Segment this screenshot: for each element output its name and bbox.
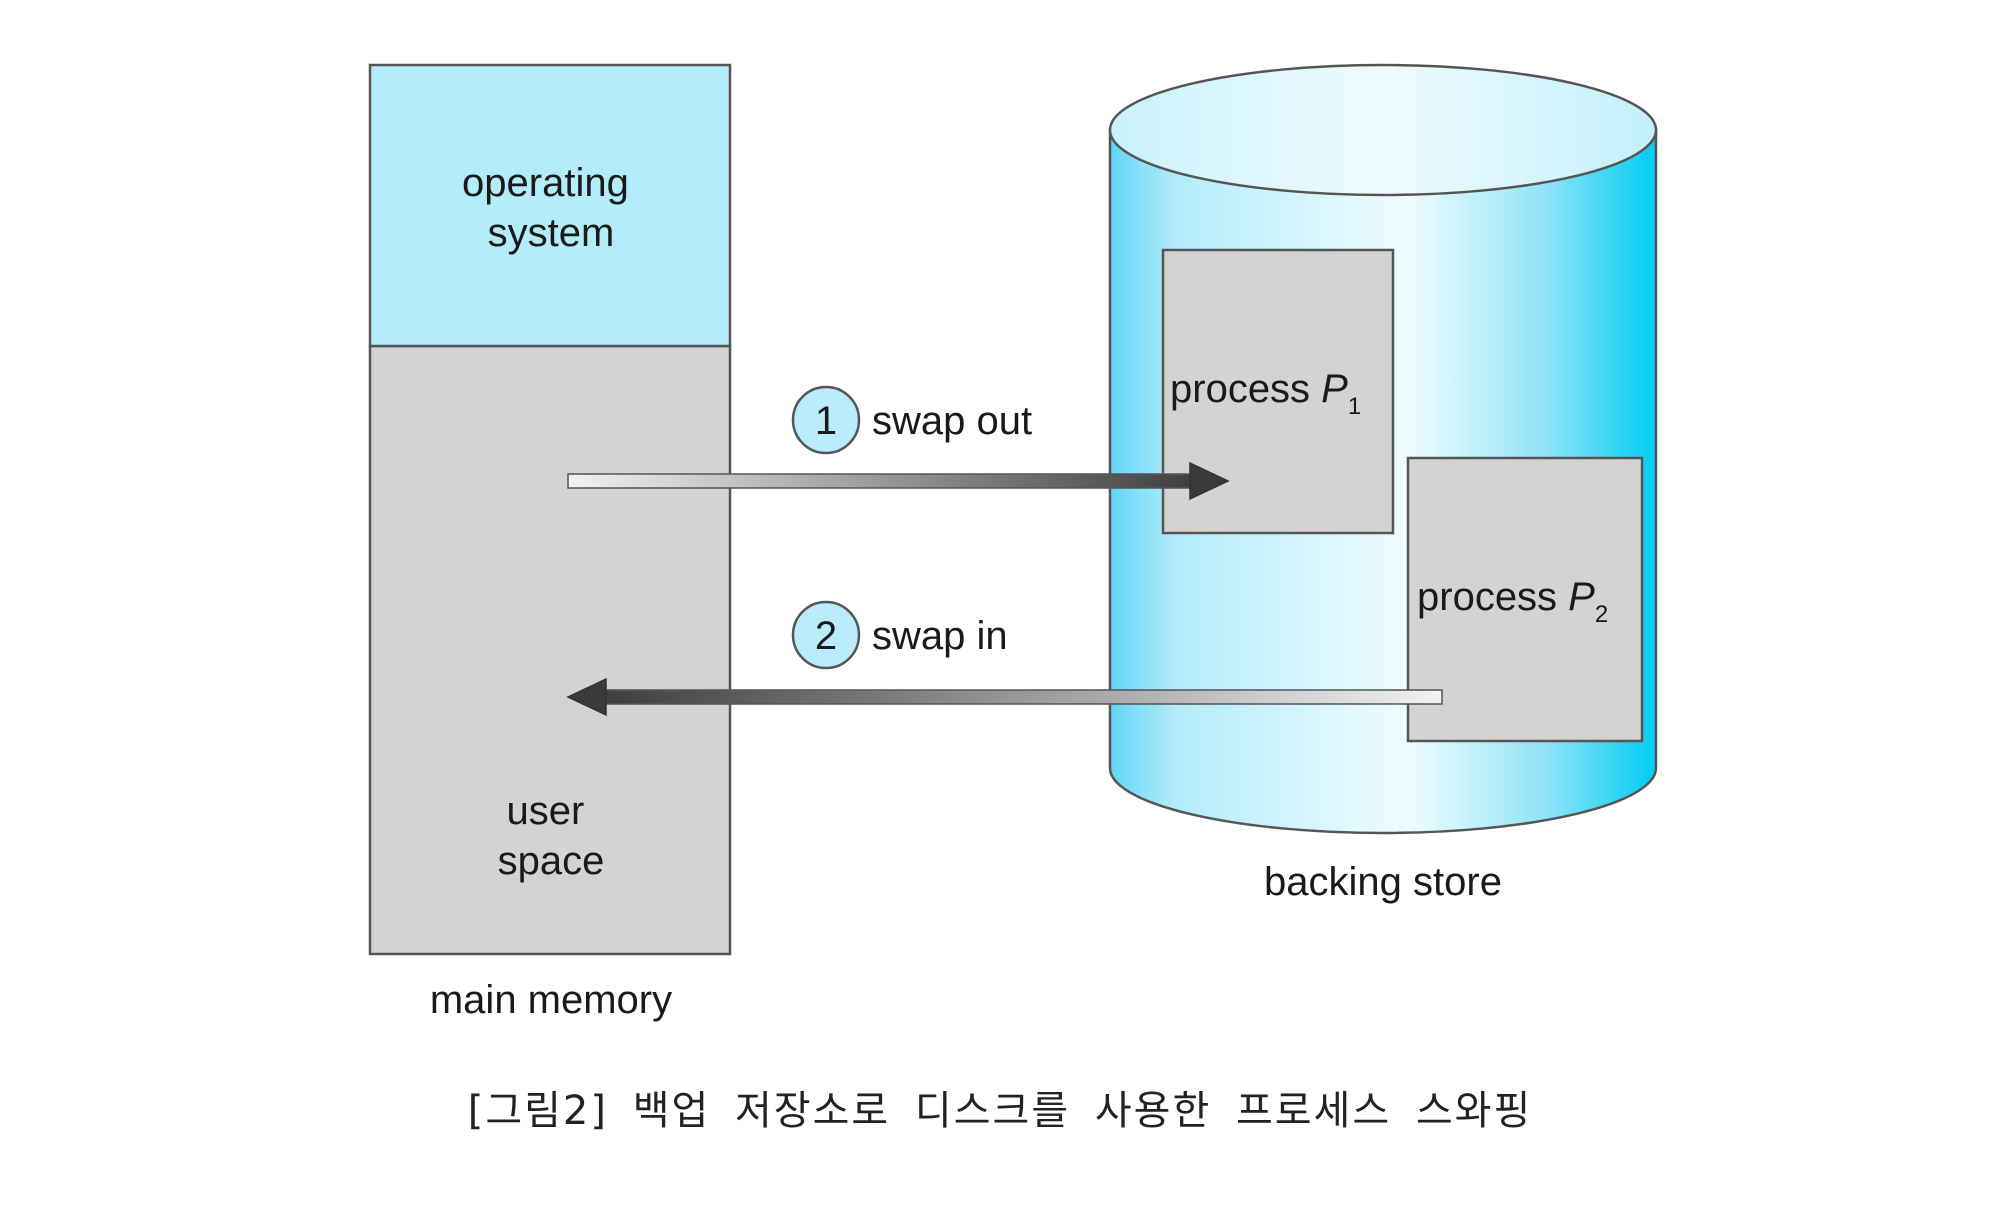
- swap-in: 2 swap in: [566, 600, 1443, 717]
- swap-out-arrow: [567, 461, 1230, 501]
- process-p1-label: process P1: [1170, 367, 1361, 420]
- swap-out-label: swap out: [872, 399, 1032, 443]
- operating-system-label: operating system: [462, 161, 640, 255]
- disk-top: [1108, 63, 1658, 197]
- operating-system-region: [368, 63, 732, 348]
- swap-in-label: swap in: [872, 614, 1008, 658]
- main-memory: operating system user space main memory: [368, 63, 732, 1022]
- step-1-number: 1: [815, 399, 837, 443]
- user-space-label: user space: [498, 789, 605, 883]
- swap-in-arrow: [566, 677, 1443, 717]
- figure-caption: [그림2] 백업 저장소로 디스크를 사용한 프로세스 스와핑: [467, 1088, 1533, 1134]
- main-memory-caption: main memory: [430, 978, 672, 1022]
- swap-out: 1 swap out: [567, 385, 1230, 501]
- user-space-region: [368, 344, 732, 956]
- backing-store-caption: backing store: [1264, 860, 1502, 904]
- step-2-circle: [791, 600, 861, 670]
- process-p2-box: process P2: [1406, 456, 1644, 743]
- step-1-circle: [791, 385, 861, 455]
- process-p2-label: process P2: [1417, 575, 1608, 628]
- step-2-number: 2: [815, 614, 837, 658]
